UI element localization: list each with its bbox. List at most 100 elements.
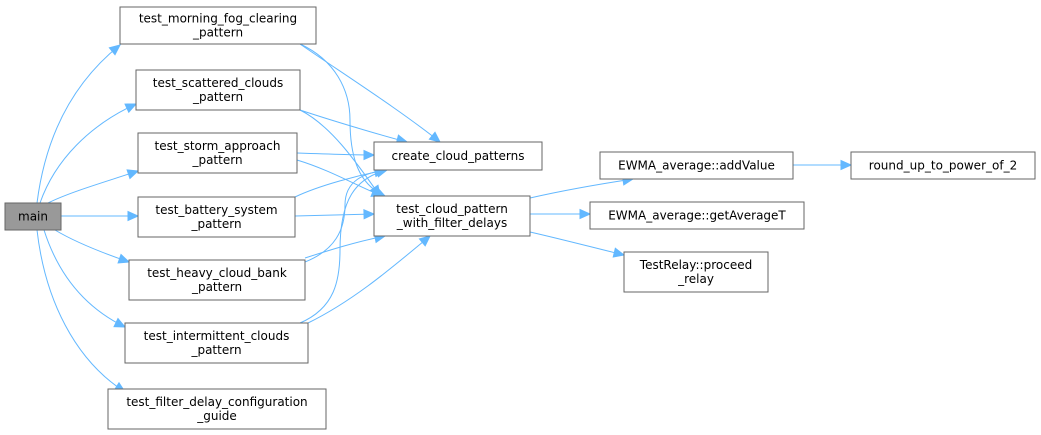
- node-heavy[interactable]: test_heavy_cloud_bank_pattern: [128, 259, 306, 301]
- node-label: _pattern: [191, 280, 242, 294]
- edge-line: [39, 103, 137, 204]
- node-label: _pattern: [190, 217, 241, 231]
- edge-addvalue-to-roundup: [793, 159, 853, 171]
- node-label: test_morning_fog_clearing: [139, 12, 297, 26]
- edge-main-to-intermittent: [43, 229, 127, 328]
- node-box: [4, 202, 62, 231]
- edge-line: [304, 169, 386, 263]
- arrowhead: [612, 247, 626, 258]
- edge-cloudpattern-to-getavg: [530, 208, 592, 220]
- edge-line: [299, 169, 388, 324]
- node-label: test_scattered_clouds: [153, 76, 283, 90]
- node-box: [124, 322, 309, 364]
- node-box: [119, 6, 317, 45]
- node-label: test_battery_system: [155, 203, 277, 217]
- edge-main-to-scattered: [39, 103, 138, 204]
- arrowhead: [418, 235, 431, 247]
- node-label: test_heavy_cloud_bank: [147, 266, 287, 280]
- node-label: _relay: [677, 272, 714, 286]
- edge-line: [296, 152, 375, 156]
- arrowhead: [127, 210, 140, 222]
- node-battery[interactable]: test_battery_system_pattern: [137, 196, 296, 238]
- edge-main-to-fog: [36, 44, 121, 204]
- edge-line: [529, 178, 634, 199]
- edge-line: [529, 231, 625, 256]
- node-label: TestRelay::proceed: [639, 258, 752, 272]
- edge-line: [307, 235, 431, 324]
- arrowhead: [126, 169, 140, 180]
- edge-intermittent-to-cloudpattern: [307, 235, 431, 324]
- node-create[interactable]: create_cloud_patterns: [373, 141, 543, 171]
- node-label: _guide: [196, 409, 237, 423]
- node-scattered[interactable]: test_scattered_clouds_pattern: [135, 69, 301, 111]
- edge-fog-to-cloudpattern: [299, 43, 387, 197]
- arrowhead: [113, 317, 127, 328]
- arrowhead: [579, 208, 592, 220]
- arrowhead: [840, 159, 853, 171]
- edge-layer: [36, 43, 853, 393]
- node-box: [137, 132, 298, 174]
- node-main[interactable]: main: [4, 202, 62, 231]
- node-label: create_cloud_patterns: [392, 149, 525, 163]
- edge-line: [304, 235, 386, 259]
- node-box: [137, 196, 296, 238]
- node-intermittent[interactable]: test_intermittent_clouds_pattern: [124, 322, 309, 364]
- edge-line: [299, 43, 441, 143]
- edge-line: [299, 109, 381, 197]
- edge-battery-to-cloudpattern: [294, 208, 376, 220]
- node-roundup[interactable]: round_up_to_power_of_2: [850, 151, 1036, 180]
- edge-line: [36, 229, 126, 393]
- edge-line: [36, 44, 121, 204]
- node-label: round_up_to_power_of_2: [869, 159, 1017, 173]
- node-getavg[interactable]: EWMA_average::getAverageT: [589, 201, 805, 230]
- edge-line: [47, 170, 139, 204]
- node-label: test_storm_approach: [155, 139, 281, 153]
- arrowhead: [124, 103, 138, 114]
- node-box: [373, 141, 543, 171]
- node-box: [589, 201, 805, 230]
- node-layer: maintest_morning_fog_clearing_patterntes…: [4, 6, 1036, 430]
- edge-heavy-to-cloudpattern: [304, 232, 387, 259]
- edge-fog-to-create: [299, 43, 441, 143]
- edge-battery-to-create: [294, 166, 387, 198]
- arrowhead: [363, 149, 376, 161]
- edge-line: [54, 229, 130, 263]
- node-label: EWMA_average::addValue: [618, 159, 775, 173]
- node-label: main: [18, 210, 48, 224]
- node-label: test_intermittent_clouds: [144, 329, 290, 343]
- node-label: _pattern: [190, 343, 241, 357]
- arrowhead: [108, 44, 121, 56]
- arrowhead: [117, 253, 131, 264]
- node-label: _pattern: [192, 90, 243, 104]
- edge-cloudpattern-to-proceed: [529, 231, 626, 258]
- edge-main-to-guide: [36, 229, 127, 393]
- node-guide[interactable]: test_filter_delay_configuration_guide: [107, 388, 327, 430]
- node-box: [107, 388, 327, 430]
- node-box: [128, 259, 306, 301]
- arrowhead: [363, 208, 376, 220]
- edge-line: [299, 109, 408, 143]
- node-box: [850, 151, 1036, 180]
- node-label: test_cloud_pattern: [396, 202, 508, 216]
- edge-scattered-to-create: [299, 109, 409, 145]
- edge-line: [294, 213, 375, 217]
- node-cloudpattern[interactable]: test_cloud_pattern_with_filter_delays: [373, 195, 531, 237]
- node-addvalue[interactable]: EWMA_average::addValue: [599, 151, 794, 180]
- node-storm[interactable]: test_storm_approach_pattern: [137, 132, 298, 174]
- node-box: [135, 69, 301, 111]
- node-box: [373, 195, 531, 237]
- edge-main-to-storm: [47, 169, 140, 204]
- node-box: [599, 151, 794, 180]
- node-label: _pattern: [191, 153, 242, 167]
- node-label: test_filter_delay_configuration: [126, 395, 307, 409]
- edge-main-to-heavy: [54, 229, 131, 264]
- node-proceed[interactable]: TestRelay::proceed_relay: [623, 251, 769, 293]
- node-label: _pattern: [192, 26, 243, 40]
- node-box: [623, 251, 769, 293]
- edge-line: [299, 43, 386, 197]
- node-fog[interactable]: test_morning_fog_clearing_pattern: [119, 6, 317, 45]
- edge-main-to-battery: [61, 210, 140, 222]
- edge-line: [43, 229, 126, 328]
- node-label: EWMA_average::getAverageT: [608, 209, 786, 223]
